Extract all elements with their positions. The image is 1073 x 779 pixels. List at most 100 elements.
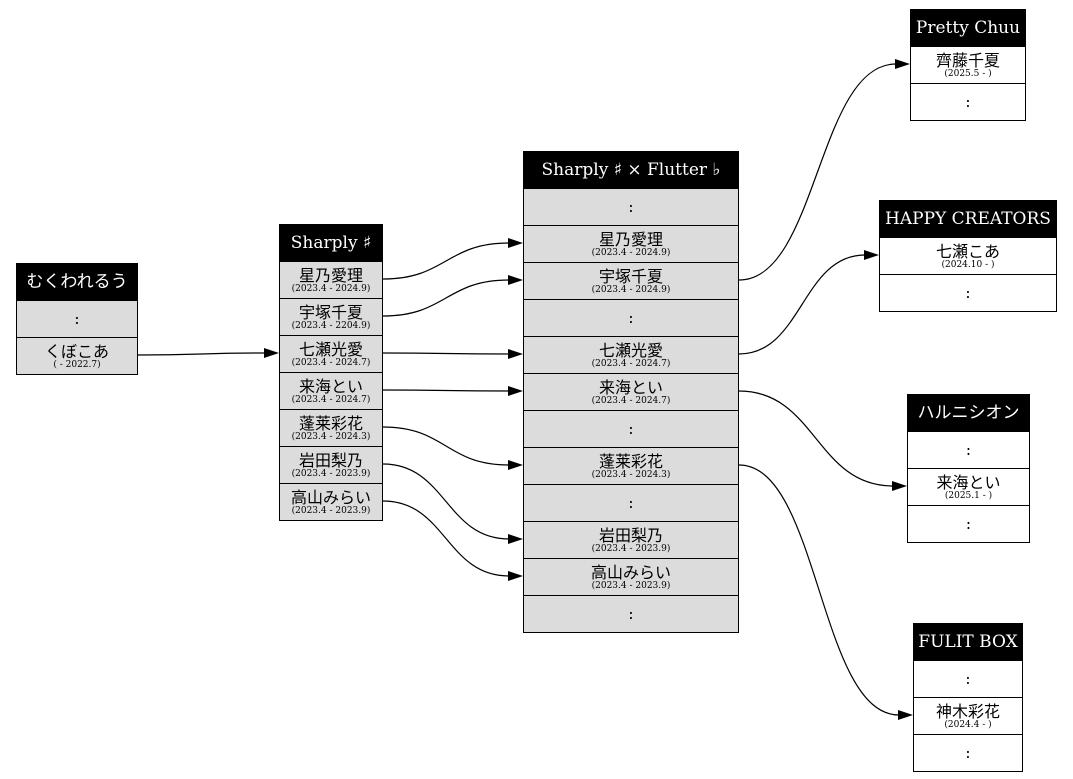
group-title: ハルニシオン (908, 395, 1029, 431)
edge-line (738, 390, 894, 487)
group-title: Sharply ♯ × Flutter ♭ (524, 152, 738, 188)
member-row: 七瀬こあ(2024.10 - ) (880, 237, 1056, 274)
ellipsis-row: : (908, 505, 1029, 542)
member-term: ( - 2022.7) (53, 359, 101, 370)
member-name: 来海とい (298, 376, 363, 396)
member-row: 蓬莱彩花(2023.4 - 2024.3) (280, 409, 382, 446)
member-term: (2025.5 - ) (944, 68, 992, 79)
arrowhead-icon (508, 238, 523, 248)
member-name: 高山みらい (590, 562, 671, 582)
arrowhead-icon (892, 481, 907, 491)
member-term: (2023.4 - 2024.3) (291, 431, 371, 442)
group-sharply-flutter: Sharply ♯ × Flutter ♭:星乃愛理(2023.4 - 2024… (523, 151, 739, 633)
group-sharply: Sharply ♯星乃愛理(2023.4 - 2024.9)宇塚千夏(2023.… (279, 224, 383, 521)
ellipsis-row: : (914, 660, 1022, 697)
ellipsis-row: : (17, 300, 137, 337)
edge-line (382, 352, 510, 355)
member-term: (2024.10 - ) (941, 259, 995, 270)
ellipsis-text: : (74, 309, 80, 328)
member-name: 高山みらい (290, 487, 371, 507)
arrowhead-icon (895, 59, 910, 69)
member-row: 宇塚千夏(2023.4 - 2024.9) (524, 262, 738, 299)
edge-line (382, 463, 510, 540)
ellipsis-row: : (908, 431, 1029, 468)
member-row: 蓬莱彩花(2023.4 - 2024.3) (524, 447, 738, 484)
member-name: 来海とい (936, 472, 1001, 492)
arrowhead-icon (508, 534, 523, 544)
member-row: 岩田梨乃(2023.4 - 2023.9) (524, 521, 738, 558)
edge-line (382, 500, 510, 577)
member-name: 七瀬こあ (935, 241, 1000, 261)
member-row: 宇塚千夏(2023.4 - 2204.9) (280, 298, 382, 335)
member-row: 七瀬光愛(2023.4 - 2024.7) (524, 336, 738, 373)
ellipsis-text: : (965, 440, 972, 459)
arrowhead-icon (508, 275, 523, 285)
group-title: Sharply ♯ (280, 225, 382, 261)
member-row: 来海とい(2023.4 - 2024.7) (524, 373, 738, 410)
member-name: 七瀬光愛 (298, 339, 363, 359)
member-name: 蓬莱彩花 (598, 451, 663, 471)
arrowhead-icon (264, 348, 279, 358)
ellipsis-text: : (965, 669, 971, 688)
member-term: (2023.4 - 2023.9) (591, 543, 671, 554)
ellipsis-text: : (628, 419, 634, 438)
arrowhead-icon (508, 460, 523, 470)
ellipsis-text: : (965, 514, 972, 533)
member-row: 岩田梨乃(2023.4 - 2023.9) (280, 446, 382, 483)
ellipsis-row: : (524, 484, 738, 521)
group-title: むくわれるう (17, 264, 137, 300)
member-term: (2023.4 - 2024.7) (591, 358, 671, 369)
ellipsis-row: : (524, 188, 738, 225)
ellipsis-text: : (628, 308, 634, 327)
edge-line (738, 63, 897, 281)
ellipsis-row: : (524, 299, 738, 336)
arrowhead-icon (508, 349, 523, 359)
group-mukuwareru: むくわれるう: くぼこあ( - 2022.7) (16, 263, 138, 375)
member-term: (2023.4 - 2024.9) (591, 284, 671, 295)
arrowhead-icon (508, 386, 523, 396)
edge-line (738, 254, 866, 355)
member-row: 高山みらい(2023.4 - 2023.9) (280, 483, 382, 520)
member-name: 岩田梨乃 (298, 450, 363, 470)
member-term: (2023.4 - 2023.9) (591, 580, 671, 591)
member-row: 来海とい(2023.4 - 2024.7) (280, 372, 382, 409)
member-row: 星乃愛理(2023.4 - 2024.9) (524, 225, 738, 262)
member-term: (2023.4 - 2024.9) (591, 247, 671, 258)
member-term: (2023.4 - 2024.3) (591, 469, 671, 480)
member-name: 齊藤千夏 (935, 50, 1000, 70)
ellipsis-row: : (880, 274, 1056, 311)
member-term: (2023.4 - 2024.7) (291, 357, 371, 368)
member-name: 岩田梨乃 (598, 525, 663, 545)
ellipsis-text: : (628, 604, 634, 623)
arrowhead-icon (508, 571, 523, 581)
edge-line (382, 242, 510, 280)
member-term: (2023.4 - 2024.9) (291, 283, 371, 294)
group-fulit-box: FULIT BOX:神木彩花(2024.4 - ): (913, 623, 1023, 772)
ellipsis-row: : (524, 595, 738, 632)
member-name: 蓬莱彩花 (298, 413, 363, 433)
ellipsis-text: : (965, 283, 971, 302)
ellipsis-row: : (524, 410, 738, 447)
group-harunishion: ハルニシオン: 来海とい(2025.1 - ): (907, 394, 1030, 543)
ellipsis-row: : (914, 734, 1022, 771)
member-row: くぼこあ( - 2022.7) (17, 337, 137, 374)
member-row: 星乃愛理(2023.4 - 2024.9) (280, 261, 382, 298)
ellipsis-text: : (628, 493, 634, 512)
member-name: 宇塚千夏 (598, 266, 663, 286)
ellipsis-text: : (965, 743, 971, 762)
ellipsis-row: : (911, 83, 1025, 120)
ellipsis-text: : (628, 197, 634, 216)
member-name: 来海とい (598, 377, 663, 397)
member-term: (2025.1 - ) (944, 490, 993, 501)
member-name: 星乃愛理 (598, 229, 663, 249)
edge-line (738, 464, 900, 716)
member-row: 神木彩花(2024.4 - ) (914, 697, 1022, 734)
member-row: 高山みらい(2023.4 - 2023.9) (524, 558, 738, 595)
member-row: 来海とい(2025.1 - ) (908, 468, 1029, 505)
arrowhead-icon (864, 250, 879, 260)
member-row: 齊藤千夏(2025.5 - ) (911, 46, 1025, 83)
member-name: 神木彩花 (935, 701, 1000, 721)
member-row: 七瀬光愛(2023.4 - 2024.7) (280, 335, 382, 372)
